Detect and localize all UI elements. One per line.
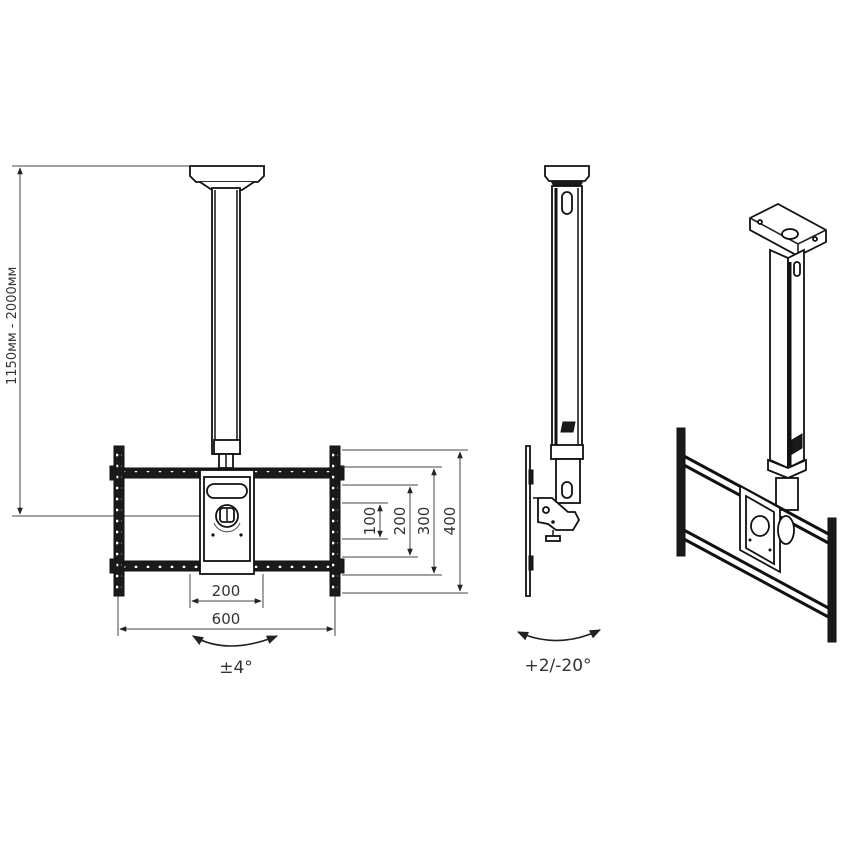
swivel-indicator: ±4°: [192, 635, 279, 678]
vertical-dimensions: 100 200 300 400: [342, 449, 468, 594]
vesa-600-horizontal-label: 600: [212, 610, 241, 628]
vesa-400-vertical-label: 400: [441, 507, 459, 536]
height-range-label: 1150мм - 2000мм: [5, 267, 20, 385]
width-dimensions: 200 600: [117, 574, 336, 636]
tilt-angle-label: +2/-20°: [524, 656, 591, 676]
height-dimension: 1150мм - 2000мм: [5, 165, 215, 517]
tilt-indicator: +2/-20°: [516, 629, 602, 676]
vesa-100-vertical-label: 100: [361, 507, 379, 536]
mount-frame: [109, 445, 345, 597]
vesa-200-vertical-label: 200: [391, 507, 409, 536]
vesa-200-horizontal-label: 200: [212, 582, 241, 600]
vesa-300-vertical-label: 300: [415, 507, 433, 536]
side-view: +2/-20°: [516, 165, 602, 676]
isometric-view: [676, 202, 837, 643]
front-view: 1150мм - 2000мм: [5, 165, 468, 678]
swivel-angle-label: ±4°: [219, 658, 253, 678]
pole: [211, 187, 241, 469]
ceiling-plate: [189, 165, 265, 191]
